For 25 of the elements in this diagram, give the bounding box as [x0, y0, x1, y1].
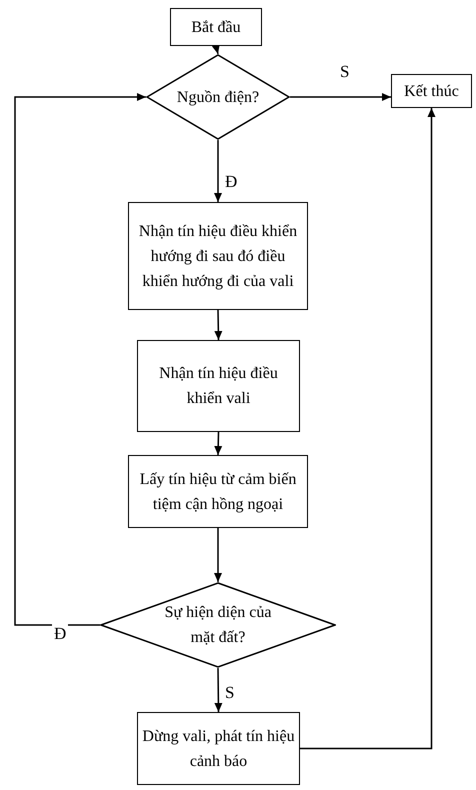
arrow — [214, 668, 222, 712]
arrow — [214, 432, 222, 456]
terminal-box — [170, 8, 262, 46]
arrow — [300, 108, 436, 750]
node-text: Sự hiện diện của mặt đất? — [164, 603, 272, 648]
decision-diamond — [146, 54, 290, 140]
process-box — [137, 712, 300, 785]
arrow — [214, 310, 222, 340]
process-box — [128, 455, 308, 528]
arrow — [214, 528, 222, 582]
node-text: Nhận tín hiệu điều khiển hướng đi sau đó điều khiển hướng đi của vali — [138, 222, 298, 292]
node-text: Nhận tín hiệu điều khiển vali — [158, 364, 279, 409]
node-text: Bắt đầu — [191, 18, 241, 38]
arrow — [290, 93, 391, 101]
arrow — [212, 44, 220, 54]
node-text: Dừng vali, phát tín hiệu cảnh báo — [141, 726, 296, 772]
decision-diamond — [100, 582, 336, 668]
arrow — [214, 140, 222, 202]
node-text: Kết thúc — [404, 82, 459, 102]
process-box — [128, 202, 308, 310]
node-text: Lấy tín hiệu từ cảm biến tiệm cận hồng ngoại — [138, 470, 298, 514]
process-box — [137, 340, 300, 432]
terminal-box — [391, 74, 472, 108]
arrow — [14, 93, 146, 626]
node-text: Nguồn điện? — [176, 88, 260, 108]
